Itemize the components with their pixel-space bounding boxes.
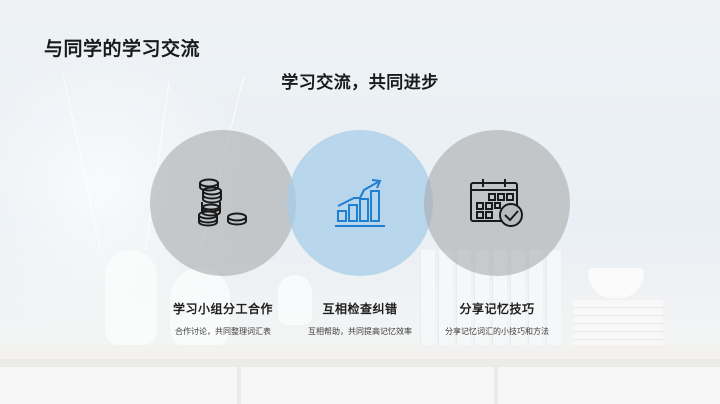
feature-heading: 分享记忆技巧 — [459, 302, 535, 316]
vase-decoration — [105, 250, 157, 345]
feature-card-1: 学习小组分工合作 合作讨论，共同整理词汇表 — [148, 300, 298, 339]
cabinet — [0, 367, 720, 404]
feature-card-2: 互相检查纠错 互相帮助，共同提高记忆效率 — [285, 300, 435, 339]
cabinet-divider — [494, 367, 498, 404]
vase-decoration — [170, 268, 230, 346]
book-stack-decoration — [573, 300, 663, 346]
feature-circle-3 — [424, 130, 570, 276]
calendar-check-icon — [469, 177, 525, 229]
feature-description: 分享记忆词汇的小技巧和方法 — [445, 327, 549, 336]
growth-chart-icon — [332, 177, 388, 229]
feature-circle-2 — [287, 130, 433, 276]
book-decoration — [420, 250, 435, 346]
slide-subtitle: 学习交流，共同进步 — [281, 73, 439, 93]
vase-decoration — [278, 275, 312, 325]
shelf — [0, 345, 720, 359]
slide-title: 与同学的学习交流 — [44, 38, 201, 60]
feature-card-3: 分享记忆技巧 分享记忆词汇的小技巧和方法 — [422, 300, 572, 339]
book-decoration — [438, 250, 453, 346]
bowl-decoration — [588, 268, 644, 298]
coins-stack-icon — [195, 178, 251, 228]
book-decoration — [456, 250, 471, 346]
cabinet-divider — [237, 367, 241, 404]
book-decoration — [546, 250, 561, 346]
feature-circle-1 — [150, 130, 296, 276]
feature-heading: 学习小组分工合作 — [172, 302, 273, 316]
book-decoration — [528, 250, 543, 346]
feature-heading: 互相检查纠错 — [322, 302, 398, 316]
feature-description: 合作讨论，共同整理词汇表 — [175, 327, 271, 336]
shelf-edge — [0, 359, 720, 367]
feature-description: 互相帮助，共同提高记忆效率 — [308, 327, 412, 336]
